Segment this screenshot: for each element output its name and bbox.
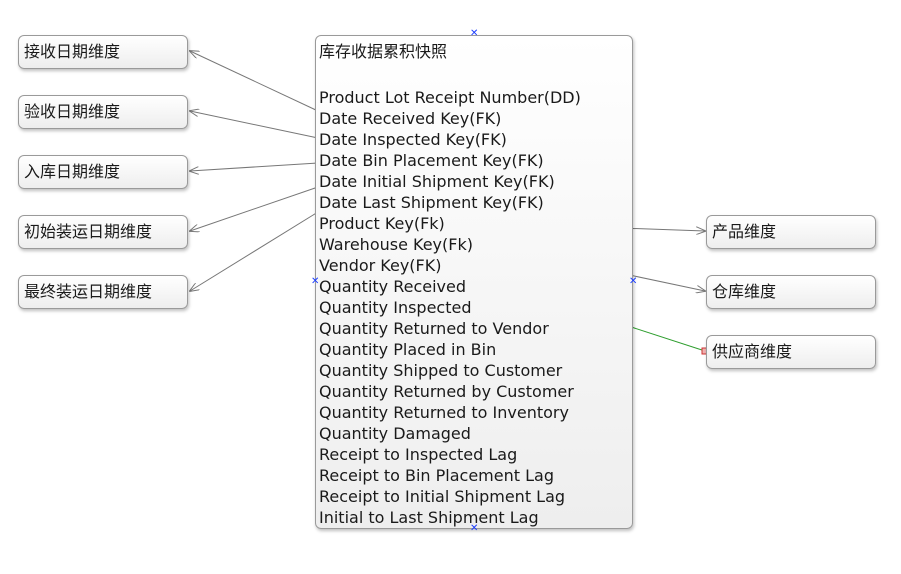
field-item[interactable]: Initial to Last Shipment Lag <box>319 508 539 527</box>
resize-handle-top-icon[interactable]: ✕ <box>470 28 479 39</box>
field-item[interactable]: Quantity Inspected <box>319 298 472 317</box>
field-item[interactable]: Date Bin Placement Key(FK) <box>319 151 544 170</box>
field-item[interactable]: Receipt to Bin Placement Lag <box>319 466 554 485</box>
dimension-date-inspected[interactable]: 验收日期维度 <box>18 95 188 129</box>
connector-date-inspected[interactable] <box>190 111 319 139</box>
dimension-product[interactable]: 产品维度 <box>706 215 876 249</box>
field-item[interactable]: Product Key(Fk) <box>319 214 445 233</box>
field-item[interactable]: Date Inspected Key(FK) <box>319 130 507 149</box>
connector-date-initial-shipment[interactable] <box>190 186 319 231</box>
dimension-date-received[interactable]: 接收日期维度 <box>18 35 188 69</box>
dimension-warehouse[interactable]: 仓库维度 <box>706 275 876 309</box>
resize-handle-right-icon[interactable]: ✕ <box>629 276 638 287</box>
field-item[interactable]: Receipt to Inspected Lag <box>319 445 518 464</box>
fact-table[interactable]: 库存收据累积快照 Product Lot Receipt Number(DD) … <box>315 35 633 529</box>
field-item[interactable]: Quantity Shipped to Customer <box>319 361 563 380</box>
field-item[interactable]: Quantity Returned to Inventory <box>319 403 569 422</box>
field-item[interactable]: Date Last Shipment Key(FK) <box>319 193 544 212</box>
connector-date-bin-placement[interactable] <box>190 162 319 171</box>
field-item[interactable]: Quantity Received <box>319 277 467 296</box>
fact-table-title: 库存收据累积快照 <box>319 42 448 61</box>
field-item[interactable]: Quantity Damaged <box>319 424 471 443</box>
dimension-label: 初始装运日期维度 <box>24 222 153 241</box>
dimension-label: 验收日期维度 <box>24 102 121 121</box>
field-item[interactable]: Quantity Returned by Customer <box>319 382 574 401</box>
dimension-label: 产品维度 <box>712 222 777 241</box>
field-item[interactable]: Date Initial Shipment Key(FK) <box>319 172 555 191</box>
resize-handle-left-icon[interactable]: ✕ <box>311 276 320 287</box>
dimension-vendor[interactable]: 供应商维度 <box>706 335 876 369</box>
dimension-label: 仓库维度 <box>712 282 777 301</box>
dimension-label: 供应商维度 <box>712 342 793 361</box>
dimension-date-initial-shipment[interactable]: 初始装运日期维度 <box>18 215 188 249</box>
dimension-label: 最终装运日期维度 <box>24 282 153 301</box>
field-item[interactable]: Vendor Key(FK) <box>319 256 442 275</box>
field-item[interactable]: Quantity Placed in Bin <box>319 340 497 359</box>
field-item[interactable]: Date Received Key(FK) <box>319 109 502 128</box>
field-item[interactable]: Warehouse Key(Fk) <box>319 235 473 254</box>
connector-date-received[interactable] <box>190 51 319 112</box>
dimension-date-last-shipment[interactable]: 最终装运日期维度 <box>18 275 188 309</box>
field-item[interactable]: Receipt to Initial Shipment Lag <box>319 487 566 506</box>
resize-handle-bottom-icon[interactable]: ✕ <box>470 523 479 534</box>
field-item[interactable]: Product Lot Receipt Number(DD) <box>319 88 581 107</box>
dimension-label: 入库日期维度 <box>24 162 121 181</box>
fact-table-field-list: Product Lot Receipt Number(DD) Date Rece… <box>319 87 581 528</box>
field-item[interactable]: Quantity Returned to Vendor <box>319 319 549 338</box>
dimension-date-bin-placement[interactable]: 入库日期维度 <box>18 155 188 189</box>
dimension-label: 接收日期维度 <box>24 42 121 61</box>
connector-date-last-shipment[interactable] <box>190 211 319 291</box>
